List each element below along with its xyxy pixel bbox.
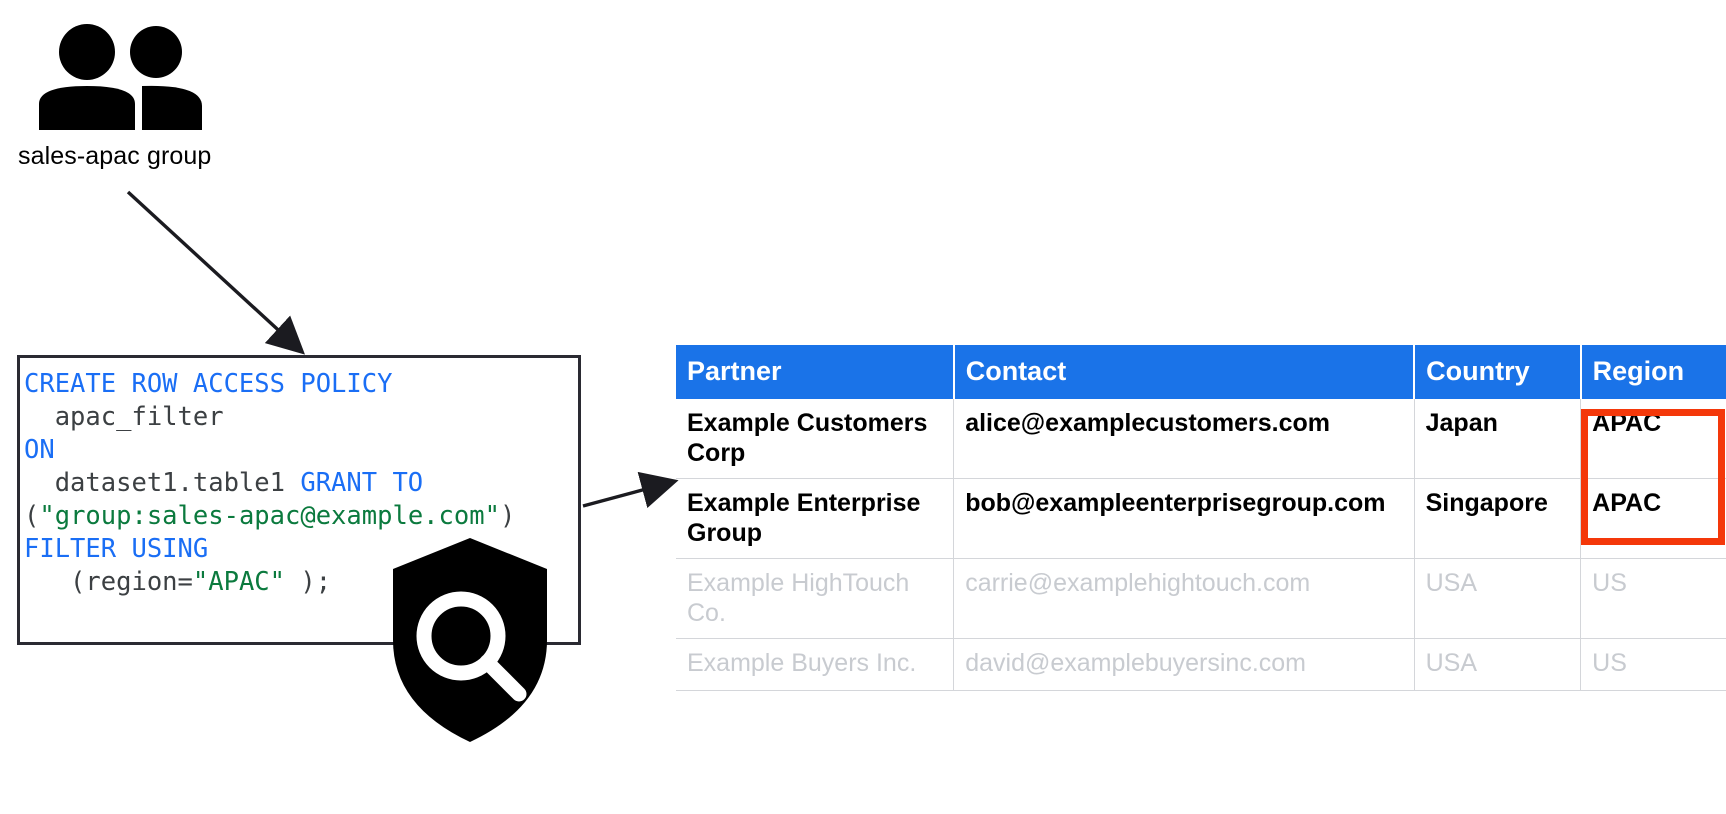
cell-region: APAC [1580,478,1726,560]
column-header-region[interactable]: Region [1580,345,1726,400]
cell-contact: carrie@examplehightouch.com [953,558,1415,640]
cell-region: US [1580,638,1726,692]
column-header-country[interactable]: Country [1414,345,1582,400]
cell-country: Singapore [1414,478,1582,560]
cell-country: Japan [1414,399,1582,480]
cell-partner: Example Buyers Inc. [676,638,955,692]
group-node: sales-apac group [18,22,318,171]
table-row[interactable]: Example Buyers Inc. david@examplebuyersi… [676,638,1726,692]
cell-contact: david@examplebuyersinc.com [953,638,1415,692]
cell-country: USA [1414,558,1582,640]
shield-search-icon [391,536,549,744]
cell-partner: Example Enterprise Group [676,478,955,560]
policy-to-table-arrow [582,471,679,509]
cell-contact: bob@exampleenterprisegroup.com [953,478,1415,560]
cell-country: USA [1414,638,1582,692]
column-header-contact[interactable]: Contact [953,345,1416,400]
cell-partner: Example HighTouch Co. [676,558,955,640]
partner-table-container: Partner Contact Country Region Example C… [676,345,1726,692]
cell-partner: Example Customers Corp [676,399,955,480]
table-row[interactable]: Example HighTouch Co. carrie@examplehigh… [676,558,1726,640]
table-row[interactable]: Example Customers Corp alice@examplecust… [676,399,1726,480]
cell-contact: alice@examplecustomers.com [953,399,1415,480]
row-access-policy-code-box: CREATE ROW ACCESS POLICY apac_filter ON … [17,355,581,645]
group-node-label: sales-apac group [18,142,212,170]
column-header-partner[interactable]: Partner [676,345,955,400]
cell-region: US [1580,558,1726,640]
sql-code-text: CREATE ROW ACCESS POLICY apac_filter ON … [24,369,516,597]
table-row[interactable]: Example Enterprise Group bob@exampleente… [676,478,1726,560]
table-header-row: Partner Contact Country Region [676,345,1726,400]
cell-region: APAC [1580,399,1726,480]
partner-table: Partner Contact Country Region Example C… [676,345,1726,692]
group-to-policy-arrow [126,190,306,355]
people-group-icon [34,22,214,132]
